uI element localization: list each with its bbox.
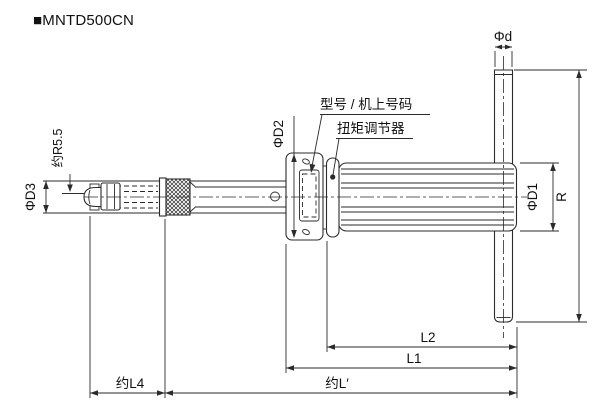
model-callout-label: 型号 / 机上号码 xyxy=(320,97,412,112)
adjuster-callout-leader xyxy=(332,138,340,176)
dim-rod-length: R xyxy=(514,69,587,323)
dim-l2: L2 xyxy=(327,330,517,350)
dim-l2-label: L2 xyxy=(420,330,435,345)
model-nameplate-inner xyxy=(302,173,317,218)
dim-shank-diameter: Φd xyxy=(494,29,513,67)
adjuster-callout-label: 扭矩调节器 xyxy=(337,121,405,136)
model-callout: 型号 / 机上号码 xyxy=(309,97,430,173)
tip-collar xyxy=(100,182,121,211)
dim-rod-length-label: R xyxy=(554,192,569,202)
page-title: ■MNTD500CN xyxy=(33,12,134,29)
dim-l-total: 约L′ xyxy=(165,376,517,396)
dim-l1-label: L1 xyxy=(406,351,421,366)
model-nameplate xyxy=(299,169,320,222)
extension-lines xyxy=(89,216,518,398)
dim-l1: L1 xyxy=(286,351,517,371)
grip-flute-lines xyxy=(341,168,514,226)
dim-grip-diameter: ΦD1 xyxy=(520,162,559,232)
dim-flange-diameter: ΦD2 xyxy=(271,116,297,238)
shaft-sleeve xyxy=(43,180,287,214)
dim-l-total-label: 约L′ xyxy=(325,376,349,391)
dim-flange-diameter-label: ΦD2 xyxy=(271,120,286,148)
dim-l4-label: 约L4 xyxy=(116,376,145,391)
model-callout-leader xyxy=(311,114,323,170)
sleeve-chamfer-top xyxy=(189,181,197,188)
shaft-pin-hole xyxy=(270,191,280,202)
dim-grip-diameter-label: ΦD1 xyxy=(525,183,540,211)
torque-adjuster-ring xyxy=(322,157,340,238)
flange-screw-hole-top xyxy=(302,158,310,165)
flange-block xyxy=(285,152,324,241)
shaft-hidden-lines xyxy=(116,185,158,209)
adjuster-callout: 扭矩调节器 xyxy=(330,121,413,180)
dim-shank-diameter-label: Φd xyxy=(494,29,512,44)
adjuster-leader-dot xyxy=(330,174,336,180)
flange-screw-hole-bottom xyxy=(302,228,310,236)
grip-body xyxy=(337,162,518,232)
dim-tip-radius-label: 约R5.5 xyxy=(50,129,65,168)
sleeve-chamfer-bottom xyxy=(189,206,197,213)
dim-tip-radius: 约R5.5 xyxy=(50,129,73,192)
dim-tip-diameter-label: ΦD3 xyxy=(23,183,38,211)
dim-l4: 约L4 xyxy=(90,376,165,396)
dim-tip-diameter: ΦD3 xyxy=(23,181,49,213)
